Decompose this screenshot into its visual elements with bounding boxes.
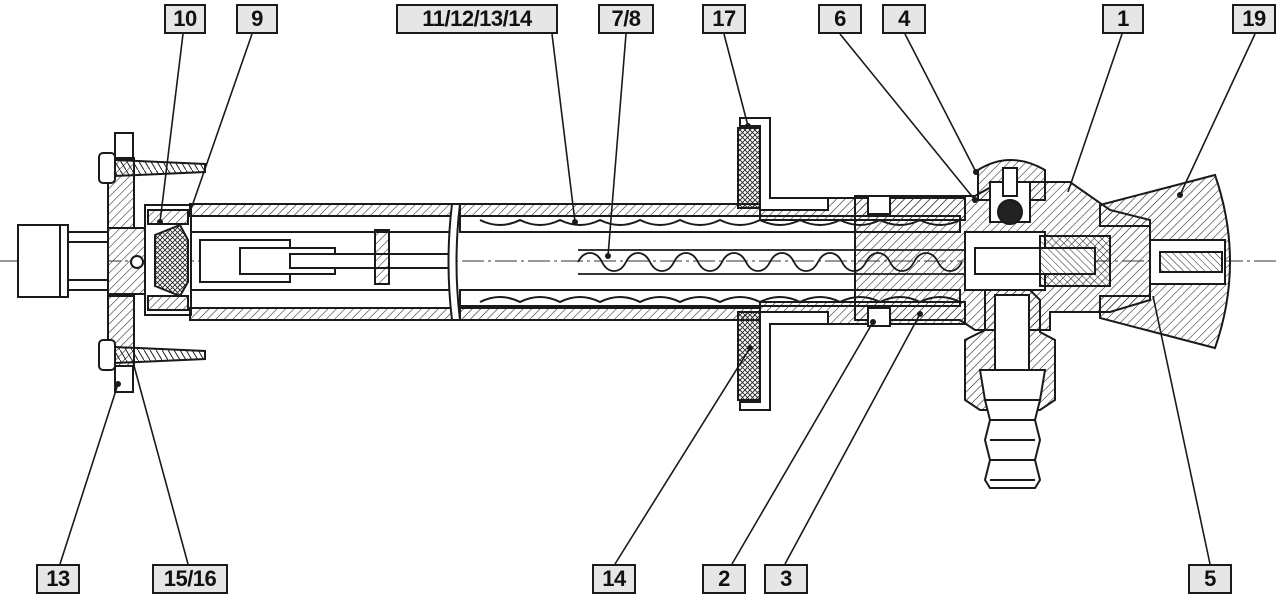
callout-11-12-13-14: 11/12/13/14 [396, 4, 558, 34]
leader-lines [59, 33, 1256, 565]
outlet-nozzle [17, 224, 109, 298]
callout-6: 6 [818, 4, 862, 34]
callout-10: 10 [164, 4, 206, 34]
handle-knob [1099, 173, 1231, 350]
wall-rosette [737, 117, 829, 411]
callout-2: 2 [702, 564, 746, 594]
leader-dots [115, 123, 1183, 387]
pipe-connector [144, 204, 192, 316]
spindle-left [199, 229, 453, 285]
callout-15-16: 15/16 [152, 564, 228, 594]
break-marks [447, 203, 462, 321]
vent-cap [977, 159, 1046, 225]
callout-1: 1 [1102, 4, 1144, 34]
callout-9: 9 [236, 4, 278, 34]
callout-13: 13 [36, 564, 80, 594]
callout-3: 3 [764, 564, 808, 594]
drain-outlet [964, 289, 1056, 489]
wood-screw-top [98, 152, 206, 184]
callout-4: 4 [882, 4, 926, 34]
callout-5: 5 [1188, 564, 1232, 594]
callout-19: 19 [1232, 4, 1276, 34]
callout-14: 14 [592, 564, 636, 594]
callout-7-8: 7/8 [598, 4, 654, 34]
wood-screw-bottom [98, 339, 206, 371]
callout-17: 17 [702, 4, 746, 34]
valve-body [854, 181, 1151, 331]
